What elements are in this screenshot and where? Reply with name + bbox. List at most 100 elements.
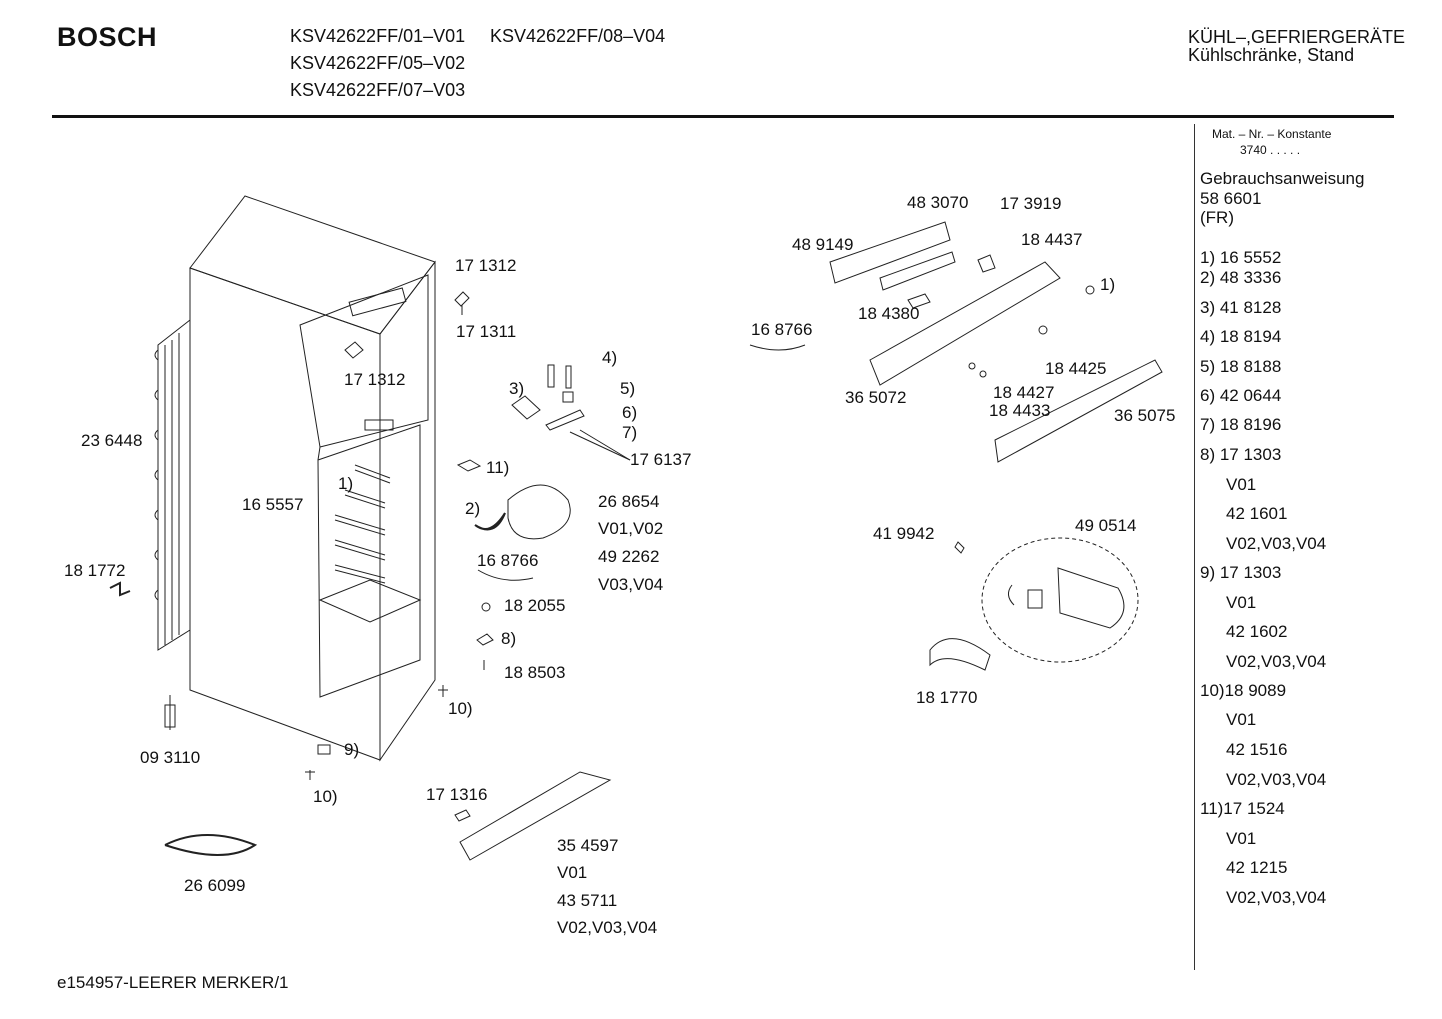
part-list-item: V02,V03,V04	[1226, 770, 1327, 789]
category-title: KÜHL–,GEFRIERGERÄTE	[1188, 27, 1406, 47]
part-label: 17 1311	[456, 322, 517, 341]
footer-reference: e154957-LEERER MERKER/1	[57, 973, 289, 992]
hinge-bracket	[512, 396, 540, 419]
part-list-item: V02,V03,V04	[1226, 888, 1327, 907]
part-label: 16 8766	[477, 551, 539, 570]
knob-part	[1039, 326, 1047, 334]
condenser-coil	[155, 320, 190, 650]
part-label: 8)	[501, 629, 517, 648]
part-label: 1)	[338, 474, 354, 493]
part-list-item: 2) 48 3336	[1200, 268, 1282, 287]
part-label: 41 9942	[873, 524, 935, 543]
part-list-item: 7) 18 8196	[1200, 415, 1282, 434]
part-label: 48 3070	[907, 193, 969, 212]
part-list-item: 42 1602	[1226, 622, 1288, 641]
part-label: 10)	[448, 699, 473, 718]
model-number: KSV42622FF/08–V04	[490, 26, 666, 46]
hinge-plate	[546, 410, 584, 430]
part-label: 49 0514	[1075, 516, 1137, 535]
fan-assembly-outline	[982, 538, 1138, 662]
part-list-item: 42 1516	[1226, 740, 1288, 759]
part-label: 26 8654	[598, 492, 660, 511]
part-label: 18 2055	[504, 596, 566, 615]
fuse-part	[955, 542, 964, 553]
lamp-cover	[978, 255, 995, 272]
part-label: 09 3110	[140, 748, 201, 767]
part-label: 16 8766	[751, 320, 813, 339]
part-label: 17 1312	[455, 256, 517, 275]
part-list-item: 42 1215	[1226, 858, 1288, 877]
part-label: 18 1772	[64, 561, 126, 580]
cover-part	[458, 460, 480, 471]
part-label: 18 4380	[858, 304, 920, 323]
part-label: 17 6137	[630, 450, 692, 469]
mat-label: Mat. – Nr. – Konstante	[1212, 127, 1332, 141]
part-label: 35 4597	[557, 836, 619, 855]
brand-logo: BOSCH	[57, 22, 158, 52]
manual-title: Gebrauchsanweisung	[1200, 169, 1365, 188]
header-divider	[52, 115, 1394, 118]
part-list-item: V01	[1226, 710, 1257, 729]
sensor-wire	[478, 570, 533, 580]
part-label: 36 5075	[1114, 406, 1176, 425]
part-label: V01	[557, 863, 588, 882]
pin-part	[566, 366, 571, 388]
part-label: 16 5557	[242, 495, 304, 514]
part-list-item: 9) 17 1303	[1200, 563, 1282, 582]
part-label: 26 6099	[184, 876, 246, 895]
fan-blade	[1008, 585, 1014, 605]
screw-part	[438, 685, 448, 697]
part-list-item: 5) 18 8188	[1200, 357, 1282, 376]
part-list-item: 8) 17 1303	[1200, 445, 1282, 464]
trim-strip	[995, 360, 1162, 462]
part-list-item: V02,V03,V04	[1226, 534, 1327, 553]
model-number: KSV42622FF/05–V02	[290, 53, 466, 73]
power-cord	[165, 835, 255, 855]
control-panel-housing	[870, 262, 1060, 385]
leader-line	[570, 432, 630, 460]
sensor-part	[165, 695, 175, 730]
manual-number: 58 6601	[1200, 189, 1262, 208]
part-label: 48 9149	[792, 235, 854, 254]
fan-housing	[1058, 568, 1124, 628]
part-label: 18 1770	[916, 688, 978, 707]
cap-part	[563, 392, 573, 402]
part-label: 49 2262	[598, 547, 660, 566]
hinge-part	[345, 342, 363, 358]
part-list-item: 1) 16 5552	[1200, 248, 1282, 267]
part-list-item: 6) 42 0644	[1200, 386, 1282, 405]
control-module	[880, 252, 955, 290]
fan-grille	[930, 639, 990, 670]
base-grille	[460, 772, 610, 860]
hinge-part	[455, 292, 469, 315]
part-label: 10)	[313, 787, 338, 806]
manual-lang: (FR)	[1200, 208, 1234, 227]
clip-part	[455, 810, 470, 821]
part-label: 1)	[1100, 275, 1116, 294]
part-list-item: V01	[1226, 829, 1257, 848]
part-list-item: 42 1601	[1226, 504, 1288, 523]
switch-part	[908, 294, 930, 308]
part-label: 18 8503	[504, 663, 566, 682]
part-label: 6)	[622, 403, 638, 422]
mat-value: 3740 . . . . .	[1240, 143, 1301, 157]
part-label: 43 5711	[557, 891, 618, 910]
screw-part	[305, 770, 315, 780]
category-subtitle: Kühlschränke, Stand	[1188, 45, 1355, 65]
fridge-cabinet	[190, 196, 435, 760]
part-label: 17 1312	[344, 370, 406, 389]
part-label: 18 4433	[989, 401, 1051, 420]
part-label: 18 4437	[1021, 230, 1083, 249]
exploded-view-drawing	[0, 0, 1190, 960]
clip-part	[318, 745, 330, 754]
part-list-item: V02,V03,V04	[1226, 652, 1327, 671]
control-module	[830, 222, 950, 283]
part-label: 36 5072	[845, 388, 907, 407]
sidebar-divider	[1194, 124, 1195, 970]
part-label: 11)	[486, 458, 510, 477]
sensor-wire	[750, 345, 805, 350]
grommet-part	[482, 603, 490, 611]
fan-cover	[508, 485, 570, 539]
clip-part	[477, 634, 493, 645]
part-label: 17 1316	[426, 785, 488, 804]
